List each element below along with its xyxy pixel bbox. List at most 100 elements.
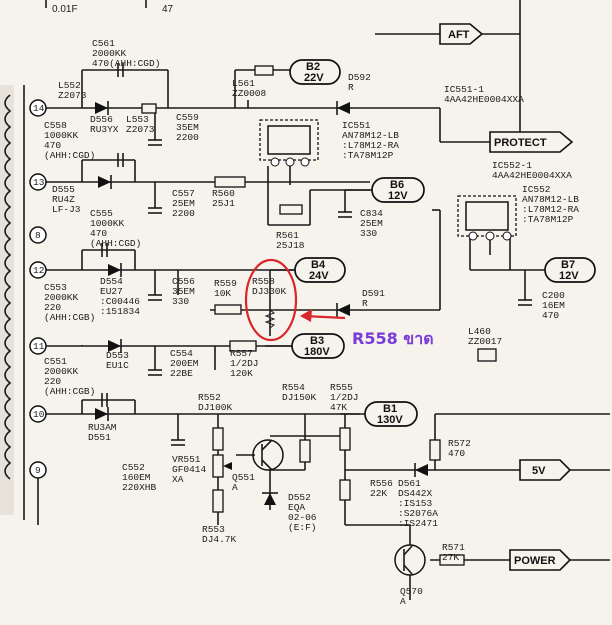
transformer-winding <box>0 85 25 520</box>
label-c561-1: 2000KK <box>92 48 127 59</box>
label-d592-1: R <box>348 82 354 93</box>
label-c555-0: C555 <box>90 208 113 219</box>
label-d553-1: EU1C <box>106 360 129 371</box>
label-ic551-0: IC551 <box>342 120 371 131</box>
label-c200-2: 470 <box>542 310 559 321</box>
label-r571-1: 27K <box>442 552 459 563</box>
label-c553-2: 220 <box>44 302 61 313</box>
label-c555-1: 1000KK <box>90 218 125 229</box>
label-r557-2: 120K <box>230 368 253 379</box>
label-r552-0: R552 <box>198 392 221 403</box>
ic551-body <box>259 119 319 167</box>
output-protect-label: PROTECT <box>494 137 547 149</box>
label-vr551-1: GF0414 <box>172 464 207 475</box>
label-c554-2: 22BE <box>170 368 193 379</box>
highlight-arrow-head <box>300 309 312 322</box>
bubble-b2 <box>289 59 341 85</box>
label-r555-1: 1/2DJ <box>330 392 359 403</box>
bubble-b4 <box>294 257 346 283</box>
label-c834-1: 25EM <box>360 218 383 229</box>
label-ic551-1-1: 4AA42HE0004XXA <box>444 94 524 105</box>
diode-d591 <box>337 304 350 316</box>
label-c554-1: 200EM <box>170 358 199 369</box>
resistors <box>141 65 497 566</box>
pin-11 <box>29 337 47 355</box>
resistor-r559 <box>214 304 242 315</box>
label-c556-1: 35EM <box>172 286 195 297</box>
inductor-l553 <box>141 103 157 114</box>
label-d554-2: :C00446 <box>100 296 140 307</box>
label-d555-2: LF-J3 <box>52 204 81 215</box>
bubble-b6 <box>371 177 425 203</box>
label-ic552-1-1: 4AA42HE0004XXA <box>492 170 572 181</box>
label-l552-0: L552 <box>58 80 81 91</box>
label-d552-3: (E:F) <box>288 522 317 533</box>
annotation-text: R558 ขาด <box>352 329 434 348</box>
label-r554-1: DJ150K <box>282 392 317 403</box>
bubble-b2-voltage: 22V <box>304 72 324 84</box>
label-r558-0: R558 <box>252 276 275 287</box>
wires <box>37 33 610 600</box>
resistor-r552 <box>212 427 224 451</box>
label-ic551-3: :TA78M12P <box>342 150 394 161</box>
label-ic552-2: :L78M12-RA <box>522 204 579 215</box>
diode-d551 <box>95 408 108 420</box>
label-d556-1: RU3YX <box>90 124 119 135</box>
pin-14 <box>29 99 47 117</box>
label-d552-0: D552 <box>288 492 311 503</box>
label-r571-0: R571 <box>442 542 465 553</box>
label-r561-1: 25J18 <box>276 240 305 251</box>
label-c559-2: 2200 <box>176 132 199 143</box>
resistor-r555 <box>339 427 351 451</box>
output-aft <box>439 23 484 45</box>
label-c553-3: (AHH:CGB) <box>44 312 95 323</box>
resistor-r556 <box>339 479 351 501</box>
top-cap-label: 0.01F <box>52 4 78 15</box>
label-d561-1: DS442X <box>398 488 433 499</box>
bubble-b7-voltage: 12V <box>559 270 579 282</box>
bubble-b4-name: B4 <box>311 259 326 271</box>
bubble-b6-voltage: 12V <box>388 190 408 202</box>
label-d551-0: RU3AM <box>88 422 117 433</box>
label-l553-1: Z2073 <box>126 124 155 135</box>
output-aft-label: AFT <box>448 29 470 41</box>
label-d591-0: D591 <box>362 288 385 299</box>
label-c559-1: 35EM <box>176 122 199 133</box>
label-d554-0: D554 <box>100 276 123 287</box>
label-c551-0: C551 <box>44 356 67 367</box>
bubble-b1 <box>364 401 418 427</box>
output-5v-label: 5V <box>532 465 546 477</box>
label-d592-0: D592 <box>348 72 371 83</box>
resistor-r572 <box>429 439 441 461</box>
resistor-r554 <box>299 439 311 463</box>
label-d561-3: :S2076A <box>398 508 438 519</box>
output-protect <box>489 131 574 153</box>
diode-d561 <box>415 464 428 476</box>
label-c834-2: 330 <box>360 228 377 239</box>
diode-d555 <box>98 176 111 188</box>
pin-12 <box>29 261 47 279</box>
label-l553-0: L553 <box>126 114 149 125</box>
diodes <box>95 101 428 505</box>
pin-9 <box>29 461 47 479</box>
label-ic551-1: AN78M12-LB <box>342 130 399 141</box>
label-c552-1: 160EM <box>122 472 151 483</box>
bubble-b6-name: B6 <box>390 179 404 191</box>
variable-resistor-vr551 <box>212 454 232 478</box>
label-r561-0: R561 <box>276 230 299 241</box>
label-ic552-1: AN78M12-LB <box>522 194 579 205</box>
pin-10 <box>29 405 47 423</box>
label-r555-2: 47K <box>330 402 347 413</box>
label-r572-0: R572 <box>448 438 471 449</box>
label-d551-1: D551 <box>88 432 111 443</box>
label-r560-1: 25J1 <box>212 198 235 209</box>
label-d561-0: D561 <box>398 478 421 489</box>
ic552-body <box>457 195 517 241</box>
label-c558-2: 470 <box>44 140 61 151</box>
component-labels: C5612000KK470(AHH:CGD)L552Z2073D556RU3YX… <box>44 38 579 607</box>
transistor-q570 <box>394 544 426 576</box>
top-res-label: 47 <box>162 4 174 15</box>
label-q570-0: Q570 <box>400 586 423 597</box>
label-r558-1: DJ330K <box>252 286 287 297</box>
bubble-b7 <box>544 257 596 283</box>
